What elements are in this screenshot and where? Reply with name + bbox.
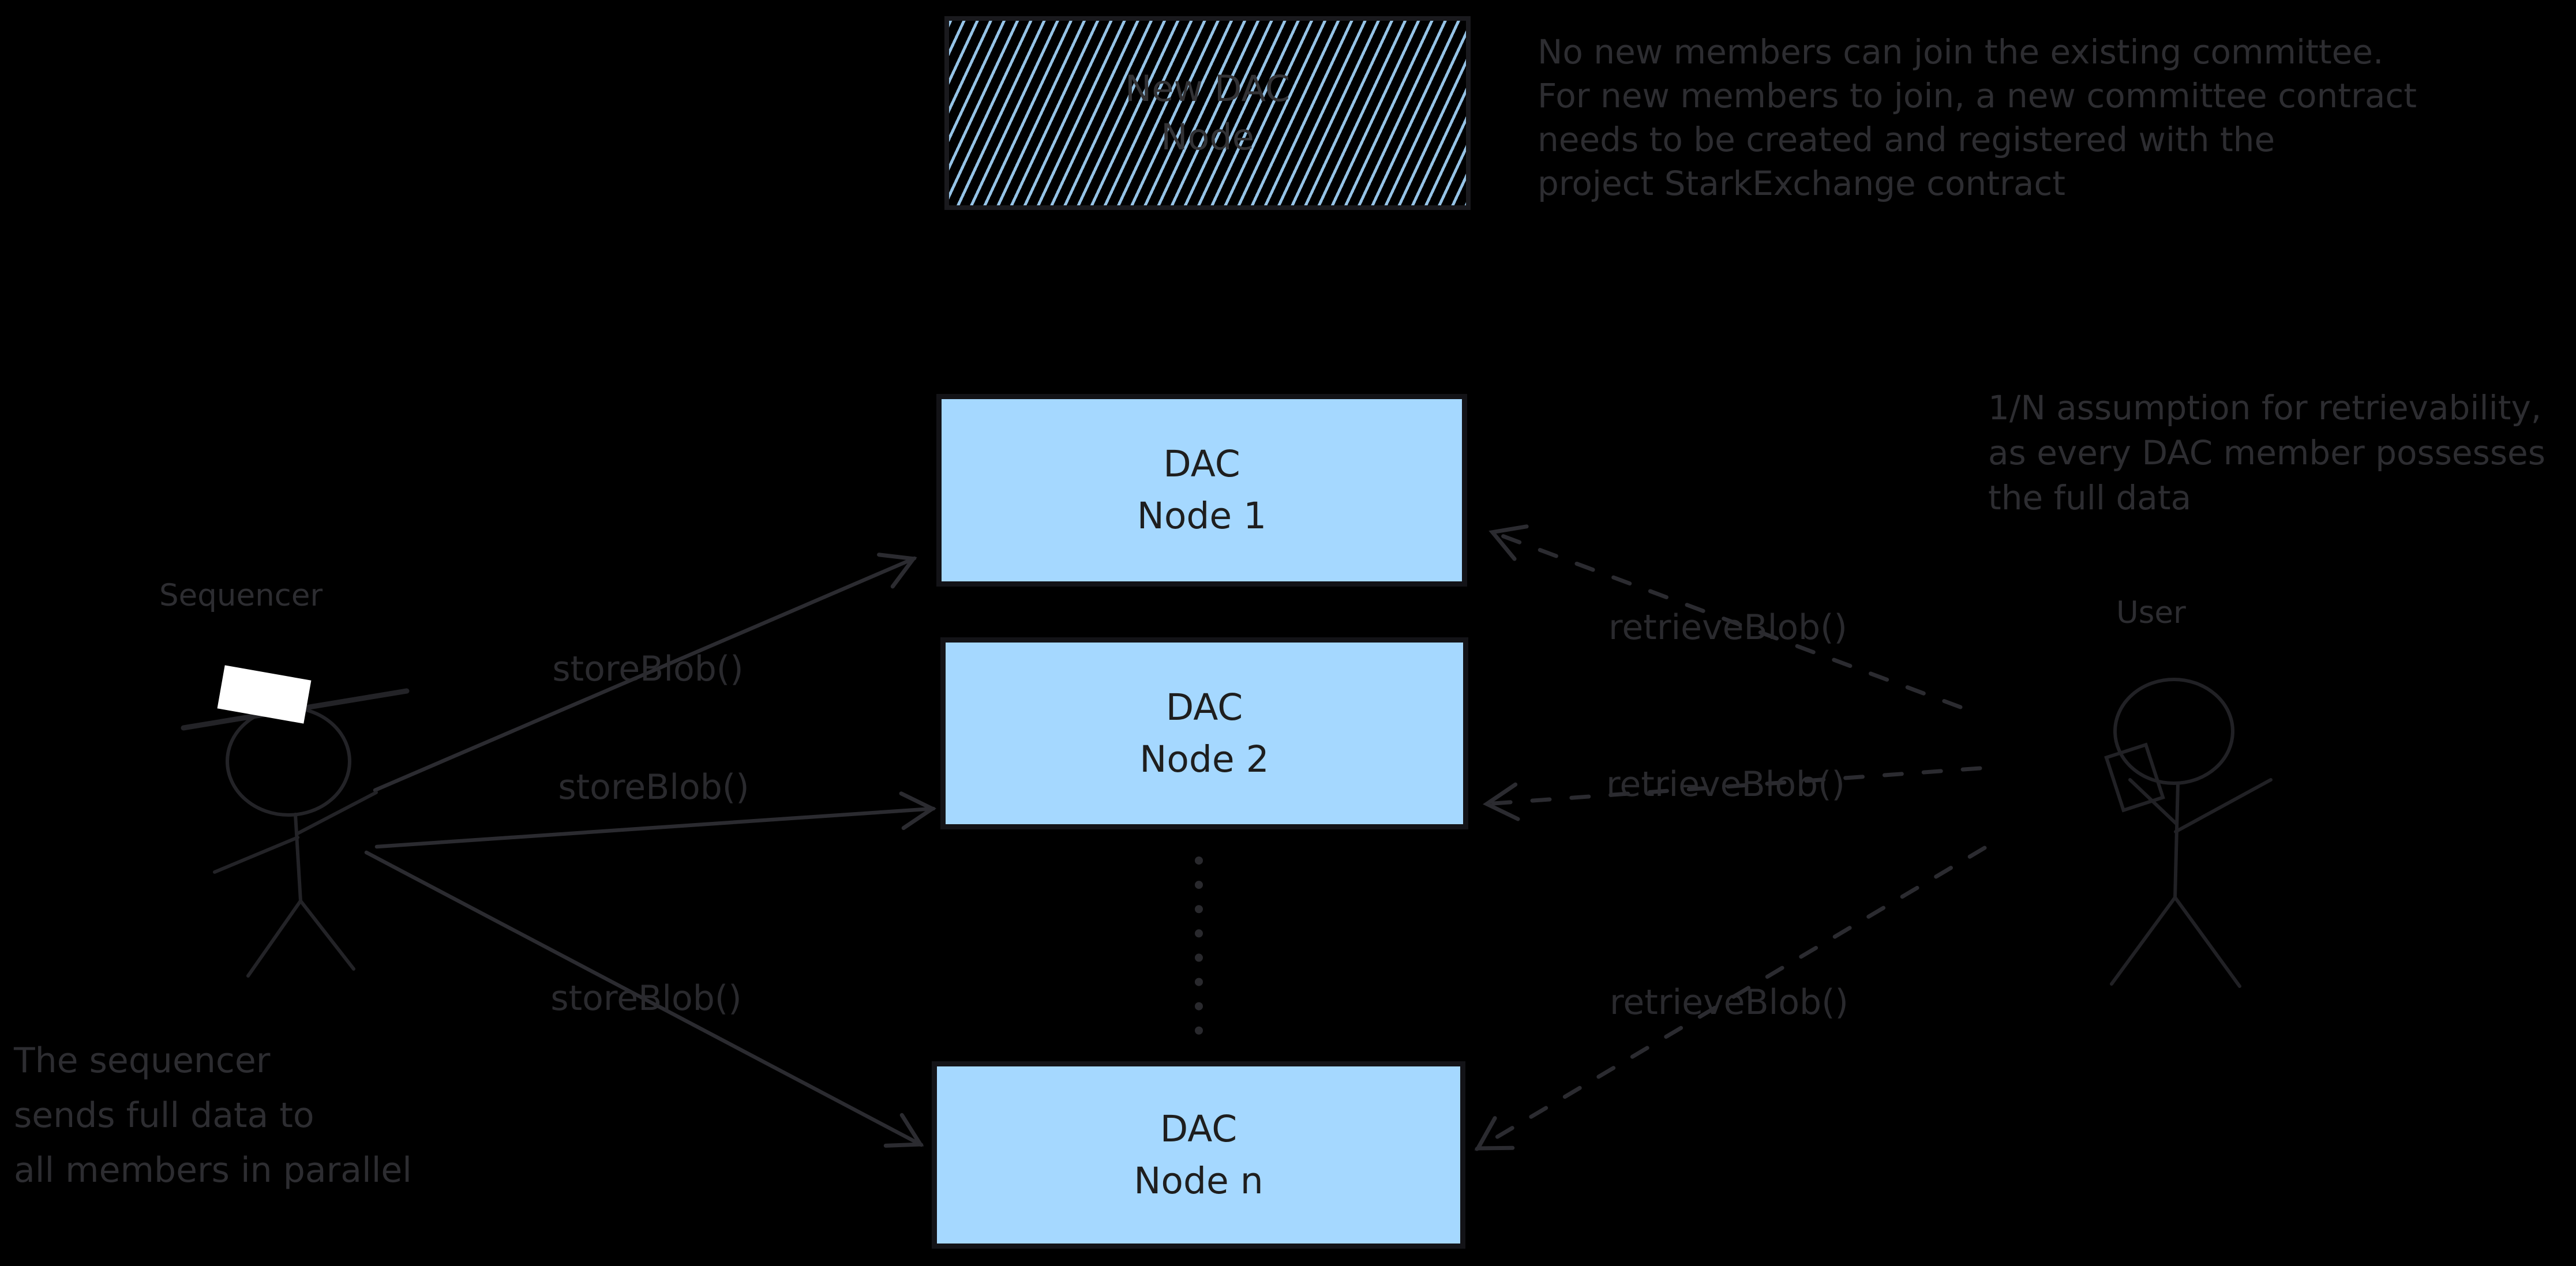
retrieve-blob-arrow-node1 xyxy=(1488,524,1963,709)
store-blob-label-node2: storeBlob() xyxy=(558,767,749,807)
retrievability-note-line: 1/N assumption for retrievability, xyxy=(1988,388,2542,427)
user-label: User xyxy=(2116,595,2186,630)
sequencer-body xyxy=(294,813,302,903)
retrieve-blob-label-node2: retrieveBlob() xyxy=(1606,764,1845,805)
user-arm-left xyxy=(2128,778,2178,825)
new-dac-node-box: New DAC Node xyxy=(944,16,1471,210)
store-blob-arrow-noden xyxy=(364,850,924,1148)
retrieve-blob-label-node1: retrieveBlob() xyxy=(1608,607,1847,648)
committee-note-line: project StarkExchange contract xyxy=(1538,164,2066,203)
dac-node-1-box: DAC Node 1 xyxy=(936,394,1467,587)
committee-note-line: For new members to join, a new committee… xyxy=(1538,76,2417,115)
store-blob-arrow-node2 xyxy=(374,791,936,849)
store-blob-arrows xyxy=(364,553,936,1148)
dac-node-n-line1: DAC xyxy=(1160,1107,1238,1150)
committee-note-line: No new members can join the existing com… xyxy=(1538,32,2384,72)
user-head xyxy=(2113,678,2234,785)
new-dac-node-label-line2: Node xyxy=(1161,116,1254,158)
store-blob-arrow-node1 xyxy=(373,553,917,792)
committee-note: No new members can join the existing com… xyxy=(1538,30,2417,205)
committee-note-line: needs to be created and registered with … xyxy=(1538,120,2275,159)
dac-node-2-box: DAC Node 2 xyxy=(940,637,1468,829)
retrievability-note-line: the full data xyxy=(1988,478,2192,517)
dac-node-n-line2: Node n xyxy=(1134,1159,1263,1202)
user-leg-left xyxy=(2110,896,2177,986)
retrieve-blob-label-noden: retrieveBlob() xyxy=(1610,982,1848,1023)
store-blob-label-noden: storeBlob() xyxy=(550,978,742,1019)
retrieve-blob-arrows xyxy=(1474,524,1987,1151)
user-body xyxy=(2173,782,2180,899)
dac-node-n-box: DAC Node n xyxy=(932,1061,1465,1249)
sequencer-arm-left xyxy=(213,836,299,874)
sequencer-hat xyxy=(217,665,312,724)
sequencer-note-line: all members in parallel xyxy=(14,1150,412,1190)
user-phone xyxy=(2104,742,2165,813)
dac-node-2-line1: DAC xyxy=(1165,686,1243,728)
sequencer-note-line: sends full data to xyxy=(14,1095,314,1136)
user-arm-right xyxy=(2174,778,2273,833)
sequencer-note: The sequencer sends full data to all mem… xyxy=(14,1034,412,1198)
new-dac-node-label-line1: New DAC xyxy=(1124,67,1291,110)
retrievability-note: 1/N assumption for retrievability, as ev… xyxy=(1988,385,2545,520)
retrieve-blob-arrow-node2 xyxy=(1483,766,1982,821)
user-figure xyxy=(2104,678,2273,988)
sequencer-leg-left xyxy=(246,899,302,978)
sequencer-leg-right xyxy=(299,899,355,971)
user-leg-right xyxy=(2173,896,2241,988)
sequencer-head xyxy=(226,706,351,817)
dac-node-1-line2: Node 1 xyxy=(1137,495,1267,537)
dac-node-2-line2: Node 2 xyxy=(1139,738,1269,780)
retrievability-note-line: as every DAC member possesses xyxy=(1988,433,2545,472)
sequencer-figure xyxy=(181,665,410,978)
sequencer-arm-right xyxy=(295,791,378,836)
dac-node-1-line1: DAC xyxy=(1163,443,1240,485)
store-blob-label-node1: storeBlob() xyxy=(552,649,744,689)
sequencer-label: Sequencer xyxy=(159,578,323,613)
sequencer-note-line: The sequencer xyxy=(14,1040,271,1081)
